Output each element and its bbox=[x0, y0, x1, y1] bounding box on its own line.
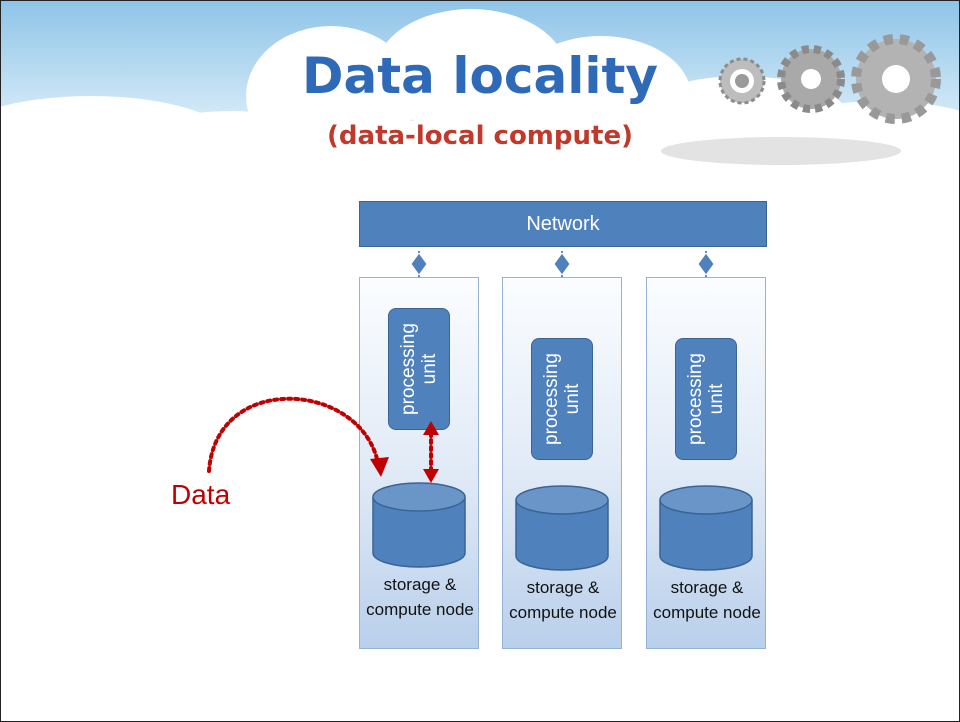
node-column-2: processing unit disk storage & compute n… bbox=[502, 277, 622, 649]
node-column-1: processing unit disk storage & compute n… bbox=[359, 277, 479, 649]
network-label: Network bbox=[526, 212, 600, 235]
network-connector bbox=[697, 251, 715, 277]
gears-icon bbox=[718, 34, 941, 124]
processing-unit-label: processing unit bbox=[398, 323, 440, 415]
processing-unit-label: processing unit bbox=[685, 353, 727, 445]
processing-unit-label: processing unit bbox=[541, 353, 583, 445]
node-label: storage & compute node bbox=[653, 578, 761, 622]
data-label: Data bbox=[171, 479, 231, 510]
processing-unit-3: processing unit bbox=[675, 338, 737, 460]
processing-unit-2: processing unit bbox=[531, 338, 593, 460]
disk-label: disk bbox=[689, 525, 725, 547]
slide-subtitle: (data-local compute) bbox=[327, 121, 633, 151]
node-label: storage & compute node bbox=[366, 575, 474, 619]
cloud-background bbox=[1, 1, 959, 201]
slide-title: Data locality bbox=[302, 47, 658, 105]
node-column-3: processing unit disk storage & compute n… bbox=[646, 277, 766, 649]
node-label: storage & compute node bbox=[509, 578, 617, 622]
network-connector bbox=[553, 251, 571, 277]
processing-unit-1: processing unit bbox=[388, 308, 450, 430]
network-bar: Network bbox=[359, 201, 767, 247]
network-connector bbox=[410, 251, 428, 277]
disk-label: disk bbox=[402, 522, 438, 544]
disk-label: disk bbox=[545, 525, 581, 547]
